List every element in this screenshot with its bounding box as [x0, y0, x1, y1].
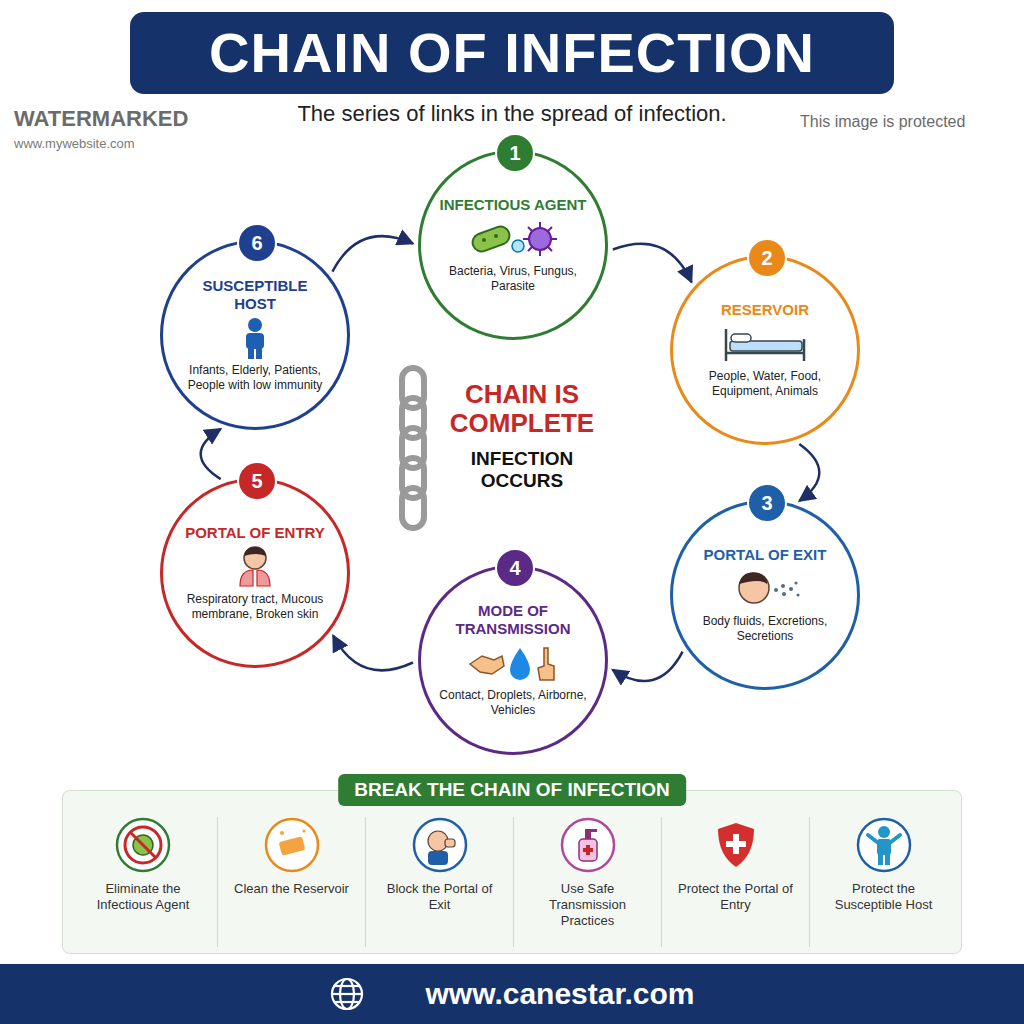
stage-circle: 3PORTAL OF EXIT Body fluids, Excretions,… [670, 500, 860, 690]
circle-content: INFECTIOUS AGENT Bacteria, Virus, Fungus… [438, 196, 588, 294]
stage-heading: RESERVOIR [721, 301, 809, 319]
circle-content: PORTAL OF EXIT Body fluids, Excretions, … [690, 546, 840, 644]
break-chain-panel: BREAK THE CHAIN OF INFECTION Eliminate t… [62, 790, 962, 954]
step-action: Use Safe Transmission Practices [524, 881, 651, 929]
stage-heading: MODE OF TRANSMISSION [438, 602, 588, 638]
center-status: CHAIN IS COMPLETE [432, 380, 612, 438]
panel-heading: BREAK THE CHAIN OF INFECTION [354, 779, 670, 801]
step-number: 4 [495, 548, 535, 588]
strong-person-icon [856, 817, 912, 873]
cleaning-icon [264, 817, 320, 873]
break-chain-step: Block the Portal of Exit [365, 817, 513, 947]
circle-content: SUSCEPTIBLE HOST Infants, Elderly, Patie… [180, 277, 330, 393]
step-action: Protect the Portal of Entry [672, 881, 799, 913]
step-number: 1 [495, 133, 535, 173]
break-chain-step: Use Safe Transmission Practices [513, 817, 661, 947]
watermark: WATERMARKED [14, 106, 214, 132]
stage-heading: PORTAL OF EXIT [704, 546, 827, 564]
break-chain-step: Clean the Reservoir [217, 817, 365, 947]
step-action: Protect the Susceptible Host [820, 881, 947, 913]
shield-icon [708, 817, 764, 873]
person-icon [210, 317, 300, 359]
cycle-arrow [613, 652, 683, 681]
circle-content: RESERVOIR People, Water, Food, Equipment… [690, 301, 840, 399]
step-action: Block the Portal of Exit [376, 881, 503, 913]
transmission-icon [468, 642, 558, 684]
stage-description: Bacteria, Virus, Fungus, Parasite [438, 264, 588, 294]
break-chain-step: Protect the Susceptible Host [809, 817, 957, 947]
watermark: This image is protected [800, 112, 1010, 132]
step-number: 6 [237, 223, 277, 263]
footer-band: www.canestar.com [0, 964, 1024, 1024]
no-germ-icon [115, 817, 171, 873]
cycle-arrow [332, 236, 413, 272]
cycle-arrow [333, 636, 413, 671]
break-chain-step: Protect the Portal of Entry [661, 817, 809, 947]
stage-circle: 4MODE OF TRANSMISSION Contact, Droplets,… [418, 565, 608, 755]
circle-content: PORTAL OF ENTRY Respiratory tract, Mucou… [180, 524, 330, 622]
stage-description: Contact, Droplets, Airborne, Vehicles [438, 688, 588, 718]
stage-description: Infants, Elderly, Patients, People with … [180, 363, 330, 393]
circle-content: MODE OF TRANSMISSION Contact, Droplets, … [438, 602, 588, 718]
step-action: Eliminate the Infectious Agent [79, 881, 207, 913]
chain-links [402, 368, 424, 528]
bed-icon [720, 323, 810, 365]
stage-heading: INFECTIOUS AGENT [440, 196, 587, 214]
airway-icon [210, 546, 300, 588]
cycle-arrow [613, 244, 692, 282]
watermark: www.mywebsite.com [14, 136, 214, 152]
stage-circle: 2RESERVOIR People, Water, Food, Equipmen… [670, 255, 860, 445]
cover-cough-icon [412, 817, 468, 873]
step-action: Clean the Reservoir [234, 881, 349, 897]
globe-icon [329, 976, 365, 1012]
sanitizer-icon [560, 817, 616, 873]
panel-heading-tab: BREAK THE CHAIN OF INFECTION [338, 774, 686, 806]
stage-circle: 5PORTAL OF ENTRY Respiratory tract, Muco… [160, 478, 350, 668]
step-number: 2 [747, 238, 787, 278]
break-chain-step: Eliminate the Infectious Agent [69, 817, 217, 947]
stage-heading: SUSCEPTIBLE HOST [180, 277, 330, 313]
cycle-arrow [201, 429, 221, 479]
stage-description: Respiratory tract, Mucous membrane, Brok… [180, 592, 330, 622]
stage-heading: PORTAL OF ENTRY [185, 524, 325, 542]
step-number: 3 [747, 483, 787, 523]
stage-description: People, Water, Food, Equipment, Animals [690, 369, 840, 399]
stage-description: Body fluids, Excretions, Secretions [690, 614, 840, 644]
website-url: www.canestar.com [425, 977, 694, 1011]
title: CHAIN OF INFECTION [209, 23, 815, 83]
step-number: 5 [237, 461, 277, 501]
stage-circle: 6SUSCEPTIBLE HOST Infants, Elderly, Pati… [160, 240, 350, 430]
stage-circle: 1INFECTIOUS AGENT Bacteria, Virus, Fungu… [418, 150, 608, 340]
title-banner: CHAIN OF INFECTION [130, 12, 894, 94]
cycle-arrow [799, 444, 819, 501]
germ-icon [468, 218, 558, 260]
cough-icon [720, 568, 810, 610]
center-result: INFECTION OCCURS [442, 448, 602, 492]
